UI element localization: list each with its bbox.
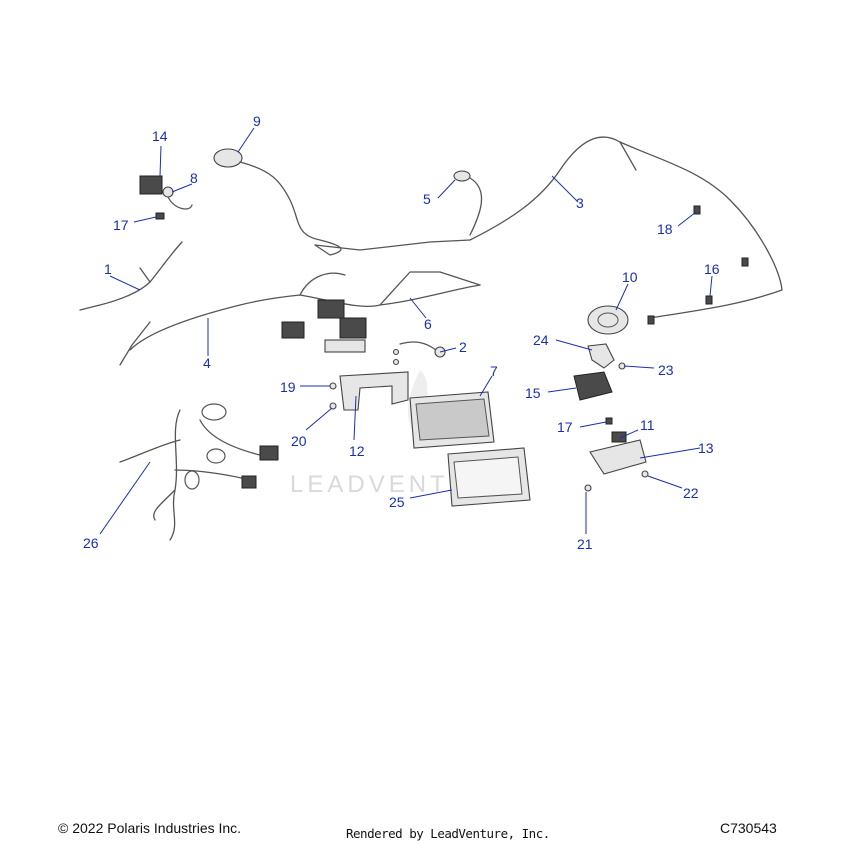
part-14-relay xyxy=(139,175,193,220)
callout-9: 9 xyxy=(253,113,261,129)
callout-24: 24 xyxy=(533,332,549,348)
copyright-text: © 2022 Polaris Industries Inc. xyxy=(58,820,242,836)
callout-8: 8 xyxy=(190,170,198,186)
rendered-by-text: Rendered by LeadVenture, Inc. xyxy=(346,826,550,841)
callout-15: 15 xyxy=(525,385,541,401)
callout-4: 4 xyxy=(203,355,211,371)
part-5-sensor xyxy=(453,170,483,236)
callout-25: 25 xyxy=(389,494,405,510)
callout-1: 1 xyxy=(104,261,112,277)
callout-17b: 17 xyxy=(557,419,573,435)
callout-26: 26 xyxy=(83,535,99,551)
part-24-bracket xyxy=(587,343,626,370)
leader-lines xyxy=(99,127,713,535)
part-13-bracket xyxy=(584,417,649,492)
part-9-antenna xyxy=(213,148,471,256)
part-4-6-main-harness xyxy=(119,271,481,366)
part-26-harness xyxy=(119,403,279,541)
part-16-18-connectors xyxy=(647,205,749,325)
part-15-module xyxy=(573,371,613,401)
part-10-horn xyxy=(587,305,629,335)
callout-21: 21 xyxy=(577,536,593,552)
callout-5: 5 xyxy=(423,191,431,207)
callout-18: 18 xyxy=(657,221,673,237)
callout-13: 13 xyxy=(698,440,714,456)
callout-12: 12 xyxy=(349,443,365,459)
diagram-id: C730543 xyxy=(720,820,777,836)
part-7-display xyxy=(409,391,495,449)
callout-17a: 17 xyxy=(113,217,129,233)
callout-19: 19 xyxy=(280,379,296,395)
callout-16: 16 xyxy=(704,261,720,277)
part-1-harness xyxy=(79,241,183,311)
callout-11: 11 xyxy=(640,417,655,433)
callout-6: 6 xyxy=(424,316,432,332)
callout-labels: 1 2 3 4 5 6 7 8 9 10 11 12 13 14 15 16 1… xyxy=(83,113,720,552)
part-19-20-fasteners xyxy=(329,348,400,410)
callout-2: 2 xyxy=(459,339,467,355)
callout-22: 22 xyxy=(683,485,699,501)
part-12-bracket xyxy=(339,371,409,411)
callout-20: 20 xyxy=(291,433,307,449)
callout-10: 10 xyxy=(622,269,638,285)
callout-14: 14 xyxy=(152,128,168,144)
part-3-harness xyxy=(469,136,783,319)
callout-7: 7 xyxy=(490,363,498,379)
callout-3: 3 xyxy=(576,195,584,211)
callout-23: 23 xyxy=(658,362,674,378)
part-25-frame xyxy=(447,447,531,507)
part-2-connector xyxy=(399,341,446,358)
